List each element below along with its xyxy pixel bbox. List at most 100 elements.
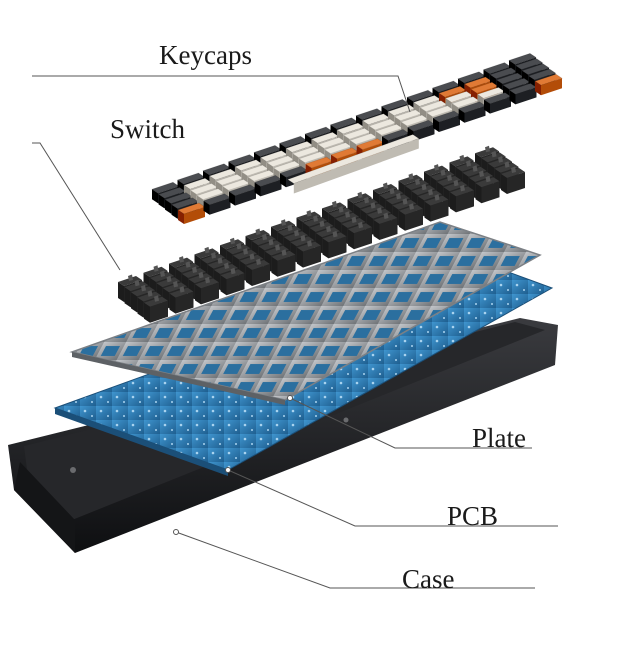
leader-lines [32, 75, 558, 589]
switch-side [501, 174, 507, 194]
switch-top [367, 208, 391, 219]
switch-top [265, 245, 289, 256]
switch-stem [217, 257, 223, 264]
switch-top [277, 226, 302, 236]
switch-side [131, 292, 137, 313]
keycap-side [171, 204, 178, 219]
switch-stem [255, 228, 261, 235]
switch-front [226, 273, 245, 296]
switch-front [481, 181, 500, 204]
switch-top [214, 264, 238, 274]
switch-stem [236, 242, 242, 250]
keycaps-layer [151, 52, 563, 224]
switch-side [475, 183, 482, 204]
switch-front [277, 254, 296, 277]
switch-stem [383, 212, 389, 219]
switch-top [118, 276, 142, 286]
switch-stem [421, 183, 427, 191]
switch-stem [307, 240, 312, 247]
switch-stem [179, 286, 185, 293]
switch-top [379, 189, 404, 200]
switch-top [475, 177, 500, 188]
plate-layer [69, 221, 542, 405]
switch-top [297, 241, 321, 252]
keycap-front [490, 96, 511, 114]
keycap-front [235, 188, 256, 206]
switch-stem [160, 270, 165, 277]
switch-top [328, 207, 353, 218]
switch-stem [326, 225, 331, 233]
keycap-side [165, 199, 171, 214]
switch-stem [141, 284, 146, 292]
switch-side [118, 282, 124, 302]
keycap-front [515, 87, 537, 105]
switch-stem [351, 216, 357, 223]
switch-top [195, 278, 219, 289]
switch-stem [358, 221, 363, 229]
switch-top [488, 157, 512, 168]
switch-stem [357, 191, 363, 199]
switch-stem [300, 234, 306, 242]
switch-stem [173, 280, 178, 288]
switch-stem [396, 192, 401, 200]
switch-stem [460, 184, 465, 192]
switch-stem [319, 220, 325, 227]
switch-top [226, 244, 251, 255]
keycap-side [152, 189, 158, 204]
switch-side [373, 220, 380, 240]
switch-top [354, 198, 378, 209]
switch-stem [166, 275, 172, 283]
switch-stem [313, 215, 318, 222]
switch-top [335, 212, 359, 223]
keycap-side [433, 118, 439, 132]
switch-top [252, 235, 276, 246]
switch-stem [128, 274, 133, 281]
switch-front [252, 264, 270, 286]
switch-top [373, 214, 398, 224]
keycap-side [178, 210, 184, 224]
switch-top [386, 194, 410, 205]
switch-top [437, 176, 461, 186]
switch-top [481, 152, 506, 163]
switch-stem [485, 145, 490, 153]
switch-stem [281, 219, 286, 226]
switch-stem [447, 174, 452, 181]
switch-top [284, 231, 308, 242]
switch-top [443, 181, 468, 192]
switch-top [271, 220, 295, 231]
switch-top [175, 262, 200, 273]
switch-top [182, 268, 206, 278]
switch-side [424, 201, 431, 222]
switch-stem [204, 246, 210, 254]
switch-stem [147, 290, 153, 297]
switch-stem [224, 262, 229, 269]
switch-top [418, 190, 442, 201]
switch-front [175, 291, 194, 314]
switch-stem [479, 170, 484, 177]
switch-stem [287, 224, 293, 231]
keycaps-label: Keycaps [159, 40, 252, 70]
switch-top [169, 257, 193, 268]
keycap-front [413, 124, 435, 142]
switch-top [449, 156, 474, 167]
switch-stem [205, 276, 210, 284]
switch-top [201, 253, 225, 264]
switch-top [220, 239, 244, 250]
switch-top [169, 287, 194, 298]
keycap-side [509, 90, 516, 105]
switch-stem [211, 252, 216, 259]
switches-layer [118, 145, 525, 323]
keycap-side [458, 108, 465, 123]
switch-stem [498, 156, 503, 163]
switch-top [392, 199, 417, 210]
switch-top [258, 240, 283, 251]
switch-stem [192, 266, 197, 273]
switch-front [303, 245, 321, 268]
case-leader [175, 531, 535, 589]
switch-stem [453, 179, 459, 187]
pcb-label: PCB [447, 501, 499, 531]
switch-top [316, 227, 340, 238]
switch-top [373, 184, 397, 194]
switch-top [462, 166, 487, 177]
switch-front [150, 300, 168, 323]
